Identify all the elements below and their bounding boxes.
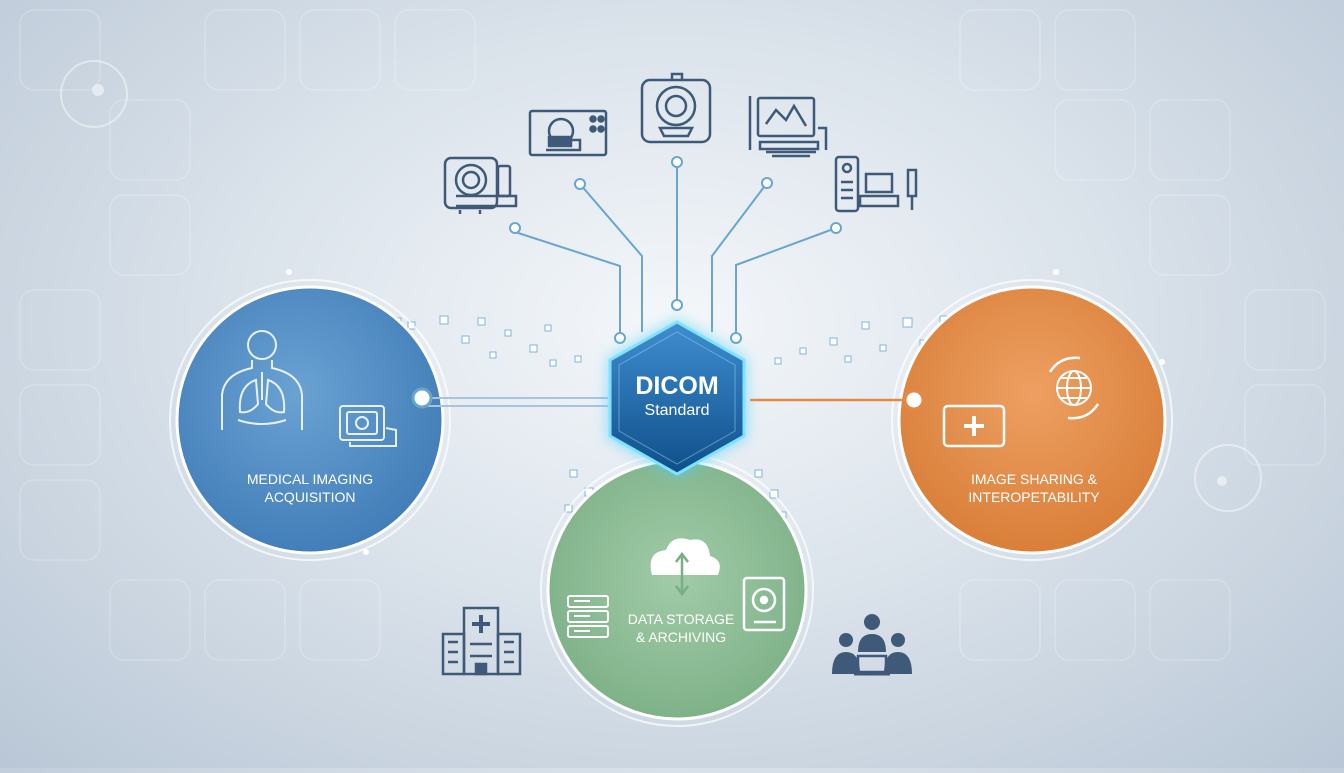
node-sharing[interactable]: IMAGE SHARING & INTEROPETABILITY: [891, 269, 1173, 561]
acquisition-label-line2: ACQUISITION: [264, 489, 355, 505]
storage-label-line1: DATA STORAGE: [628, 611, 735, 627]
xray-machine-icon[interactable]: [528, 109, 608, 157]
dicom-hub[interactable]: DICOM Standard: [607, 318, 747, 478]
body-lungs-icon: [221, 330, 303, 430]
medical-tablet-icon: [942, 404, 1006, 448]
ultrasound-monitor-icon[interactable]: [748, 96, 828, 158]
decorative-rings: [60, 60, 1262, 512]
server-rack-icon: [567, 595, 609, 638]
node-storage[interactable]: DATA STORAGE & ARCHIVING: [540, 453, 814, 727]
cloud-sync-icon: [650, 538, 720, 597]
globe-sync-icon: [1048, 356, 1100, 420]
ct-scanner-icon[interactable]: [443, 156, 518, 214]
hub-title: DICOM: [635, 372, 718, 400]
storage-label-line2: & ARCHIVING: [636, 629, 726, 645]
hospital-icon[interactable]: [441, 606, 522, 676]
acquisition-label-line1: MEDICAL IMAGING: [247, 471, 373, 487]
connector-nodes: [509, 156, 842, 344]
hard-drive-icon: [742, 576, 786, 632]
modality-connectors: [514, 162, 837, 338]
background-grid: [19, 9, 1326, 661]
hub-subtitle: Standard: [645, 402, 710, 419]
mri-scanner-icon[interactable]: [640, 72, 712, 144]
image-card-icon: [339, 405, 397, 447]
team-icon[interactable]: [832, 614, 912, 676]
sharing-label-line2: INTEROPETABILITY: [968, 489, 1100, 505]
workstation-icon[interactable]: [834, 155, 918, 213]
link-acquisition-hub: [411, 387, 608, 409]
link-sharing-hub: [750, 389, 925, 411]
node-acquisition[interactable]: MEDICAL IMAGING ACQUISITION: [169, 269, 451, 561]
sharing-label-line1: IMAGE SHARING &: [971, 471, 1098, 487]
